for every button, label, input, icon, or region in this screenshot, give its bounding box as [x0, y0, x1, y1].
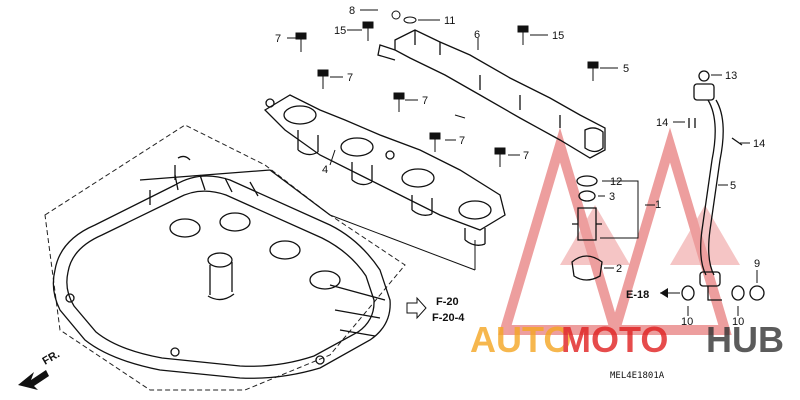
callout-9: 9 [754, 258, 760, 270]
callout-7a: 7 [275, 33, 281, 45]
front-label: FR. [41, 348, 62, 367]
callout-11: 11 [444, 15, 455, 27]
bolt-9 [749, 285, 765, 301]
watermark-part2: MOTO [561, 319, 668, 360]
clip-13 [698, 70, 710, 82]
watermark-text: AUTO MOTO HUB [470, 319, 784, 360]
callout-3: 3 [609, 191, 615, 203]
callout-10a: 10 [681, 316, 693, 328]
injector-base [263, 94, 506, 246]
callout-14a: 14 [656, 117, 668, 129]
bolt-14a [688, 118, 696, 128]
callout-1: 1 [655, 199, 661, 211]
callout-8: 8 [349, 5, 355, 17]
watermark-logo [498, 127, 740, 335]
injector-parts [571, 70, 765, 301]
callout-2: 2 [616, 263, 622, 275]
callout-7e: 7 [523, 150, 529, 162]
ref-e18: E-18 [626, 289, 649, 301]
ref-arrow [406, 296, 427, 320]
callout-7b: 7 [347, 72, 353, 84]
callout-15a: 15 [334, 25, 346, 37]
reference-labels: F-20 F-20-4 E-18 [406, 288, 668, 324]
callout-10b: 10 [732, 316, 744, 328]
callout-5b: 5 [730, 180, 736, 192]
seal-ring-3 [578, 190, 596, 202]
bolt-14b [731, 137, 743, 146]
ref-f20: F-20 [436, 296, 459, 308]
callout-5a: 5 [623, 63, 629, 75]
watermark-part1: AUTO [470, 319, 571, 360]
callout-7d: 7 [459, 135, 465, 147]
o-ring-12 [576, 175, 598, 187]
bolts [295, 10, 599, 167]
front-arrow: FR. [18, 348, 62, 390]
cylinder-head-cover [52, 155, 391, 379]
callouts: 1 2 3 4 5 5 6 7 7 7 7 7 8 9 10 10 11 12 … [275, 5, 765, 328]
callout-14b: 14 [753, 138, 765, 150]
watermark-part3: HUB [706, 319, 784, 360]
ref-e18-arrow [660, 288, 668, 298]
callout-13: 13 [725, 70, 737, 82]
callout-6: 6 [474, 29, 480, 41]
washer-10a [681, 285, 695, 301]
callout-4: 4 [322, 164, 328, 176]
diagram-code: MEL4E1801A [610, 371, 665, 381]
ref-f20-4: F-20-4 [432, 312, 465, 324]
injector-body [577, 207, 597, 241]
callout-7c: 7 [422, 95, 428, 107]
callout-15b: 15 [552, 30, 564, 42]
fuel-hose [693, 83, 724, 301]
washer-10b [731, 285, 745, 301]
fuel-rail [377, 29, 606, 159]
callout-12: 12 [610, 176, 622, 188]
cushion-ring-2 [571, 255, 603, 281]
head-cover-dashed-outline [44, 124, 406, 391]
